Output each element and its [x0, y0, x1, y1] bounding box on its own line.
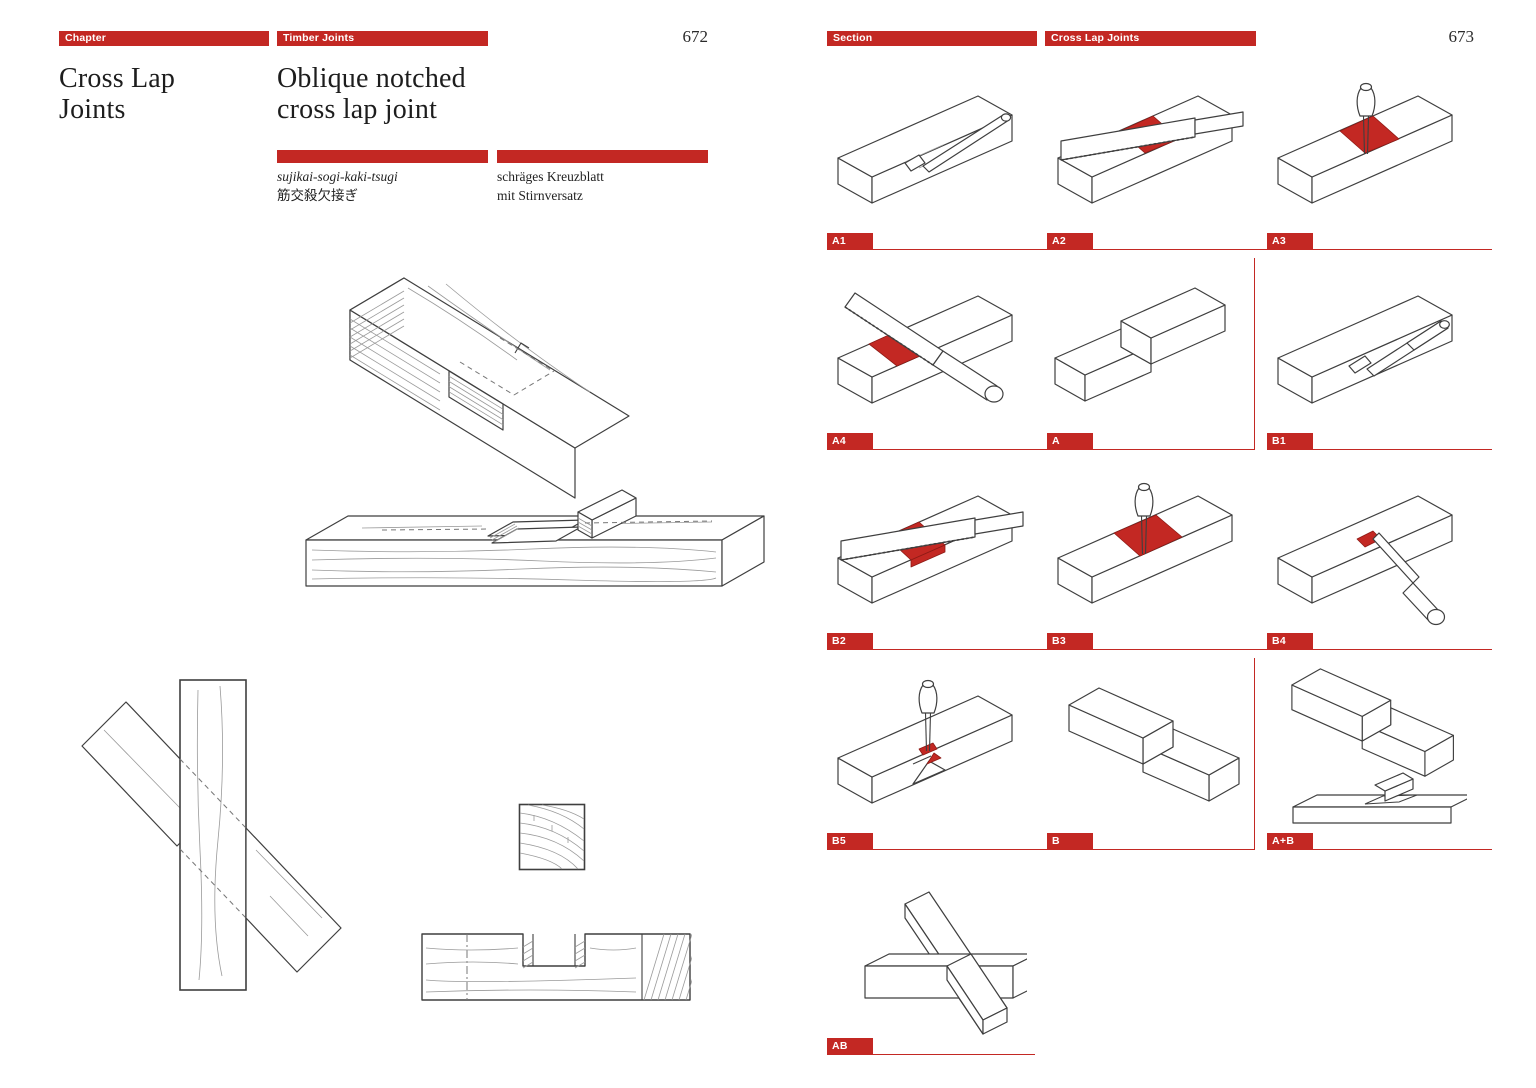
illustration-b3	[1047, 465, 1247, 631]
column-divider	[1254, 658, 1255, 850]
section-kicker-bar: Section	[827, 31, 1037, 46]
japanese-romaji: sujikai-sogi-kaki-tsugi	[277, 169, 398, 184]
illustration-a2	[1047, 65, 1247, 231]
step-label: B	[1047, 833, 1093, 849]
step-label: A+B	[1267, 833, 1313, 849]
row-rule	[827, 649, 1492, 650]
step-label: B2	[827, 633, 873, 649]
step-label: A3	[1267, 233, 1313, 249]
step-label: B5	[827, 833, 873, 849]
german-name: schräges Kreuzblatt mit Stirnversatz	[497, 167, 707, 205]
german-name-line2: mit Stirnversatz	[497, 188, 583, 203]
illustration-a4	[827, 265, 1027, 431]
illustration-b5	[827, 665, 1027, 831]
row-rule	[827, 1054, 1035, 1055]
row-rule	[827, 249, 1492, 250]
page-number-right: 673	[1448, 27, 1475, 46]
joint-title: Oblique notched cross lap joint	[277, 63, 466, 125]
illustration-cross-section	[518, 803, 586, 871]
row-rule	[827, 849, 1254, 850]
row-rule	[1267, 449, 1492, 450]
step-label: A1	[827, 233, 873, 249]
german-name-line1: schräges Kreuzblatt	[497, 169, 604, 184]
illustration-b2	[827, 465, 1027, 631]
illustration-b	[1047, 665, 1247, 831]
step-label: B1	[1267, 433, 1313, 449]
chapter-kicker-bar: Chapter	[59, 31, 269, 46]
illustration-a-plus-b	[1267, 665, 1467, 831]
step-label: A2	[1047, 233, 1093, 249]
japanese-name: sujikai-sogi-kaki-tsugi 筋交殺欠接ぎ	[277, 167, 487, 205]
step-label: B3	[1047, 633, 1093, 649]
illustration-b1	[1267, 265, 1467, 431]
illustration-exploded-isometric	[292, 240, 767, 600]
step-label: A4	[827, 433, 873, 449]
column-divider	[1254, 258, 1255, 450]
page-number-left: 672	[682, 27, 709, 46]
step-label: A	[1047, 433, 1093, 449]
illustration-a1	[827, 65, 1027, 231]
step-label: B4	[1267, 633, 1313, 649]
illustration-elevation	[420, 926, 692, 1004]
german-label-bar	[497, 150, 708, 163]
illustration-plan-view	[60, 650, 410, 1045]
chapter-title: Cross Lap Joints	[59, 63, 176, 125]
illustration-a3	[1267, 65, 1467, 231]
topic-kicker-bar: Cross Lap Joints	[1045, 31, 1256, 46]
japanese-label-bar	[277, 150, 488, 163]
illustration-b4	[1267, 465, 1467, 631]
row-rule	[1267, 849, 1492, 850]
row-rule	[827, 449, 1254, 450]
step-label: AB	[827, 1038, 873, 1054]
japanese-kanji: 筋交殺欠接ぎ	[277, 188, 358, 203]
illustration-a	[1047, 265, 1247, 431]
illustration-ab	[827, 870, 1027, 1036]
category-kicker-bar: Timber Joints	[277, 31, 488, 46]
